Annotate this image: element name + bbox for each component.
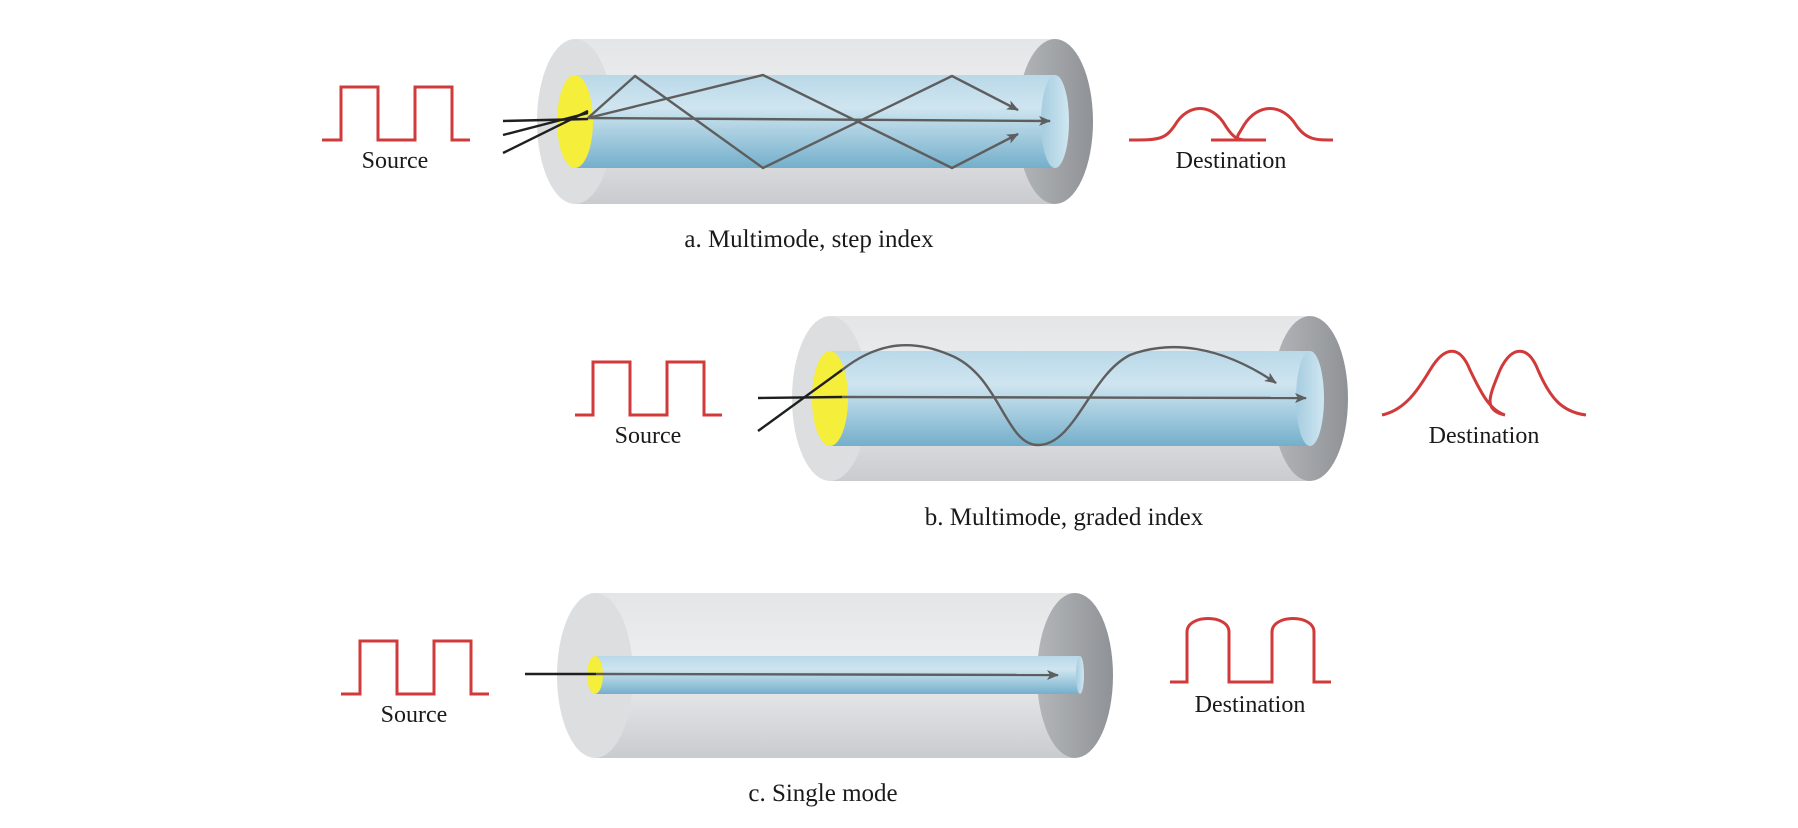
source-label-a: Source (362, 148, 429, 174)
core-face-a (557, 75, 593, 168)
destination-pulse-wave-b (1381, 349, 1587, 417)
core-face-b (812, 351, 848, 446)
destination-label-a: Destination (1176, 148, 1287, 174)
light-rays-b (757, 343, 1307, 447)
caption-c: c. Single mode (748, 780, 897, 807)
destination-label-b: Destination (1429, 423, 1540, 449)
destination-pulse-wave-c (1170, 617, 1331, 684)
panel-b-graded-index: Source Destination b. Multimode, graded … (575, 316, 1587, 531)
panel-c-single-mode: Source Destination c. Single mode (341, 593, 1331, 807)
source-label-b: Source (615, 423, 682, 449)
source-label-c: Source (381, 702, 448, 728)
destination-label-c: Destination (1195, 692, 1306, 718)
caption-a: a. Multimode, step index (684, 226, 934, 253)
destination-pulse-wave-a (1128, 107, 1334, 142)
source-square-wave-a (322, 85, 470, 142)
caption-b: b. Multimode, graded index (925, 504, 1204, 531)
light-rays-a (502, 73, 1051, 170)
light-ray-c (525, 669, 1059, 680)
source-square-wave-c (341, 639, 489, 696)
panel-a-step-index: Source Destination (322, 39, 1334, 253)
source-square-wave-b (575, 360, 722, 417)
